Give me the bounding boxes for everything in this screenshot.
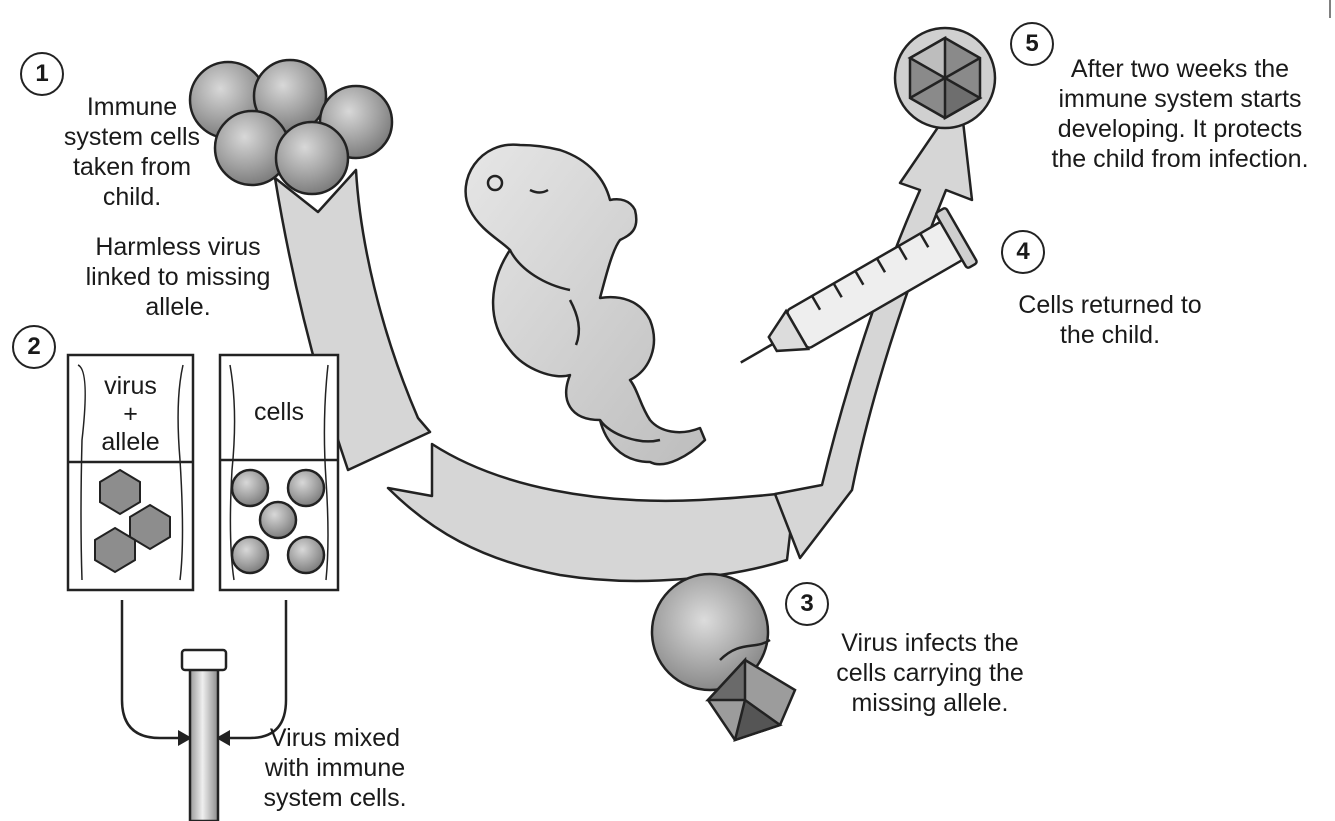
baby-illustration — [466, 145, 705, 465]
virus-bag-label: virus + allele — [68, 372, 193, 456]
test-tube — [182, 650, 226, 821]
step-4-text: Cells returned to the child. — [980, 290, 1240, 350]
infected-cell-icon — [652, 574, 795, 740]
step-1-badge: 1 — [20, 52, 64, 96]
protected-cell-icon — [895, 28, 995, 128]
syringe-illustration — [725, 207, 978, 390]
cells-bag-label: cells — [220, 398, 338, 426]
step-3-text: Virus infects the cells carrying the mis… — [800, 628, 1060, 718]
mix-text: Virus mixed with immune system cells. — [240, 723, 430, 813]
step-4-badge: 4 — [1001, 230, 1045, 274]
step-1-text: Immune system cells taken from child. — [42, 92, 222, 212]
step-3-badge: 3 — [785, 582, 829, 626]
step-2-text: Harmless virus linked to missing allele. — [48, 232, 308, 322]
step-5-text: After two weeks the immune system starts… — [1030, 54, 1330, 174]
arrow-segment-bottom — [388, 444, 795, 581]
step-2-badge: 2 — [12, 325, 56, 369]
